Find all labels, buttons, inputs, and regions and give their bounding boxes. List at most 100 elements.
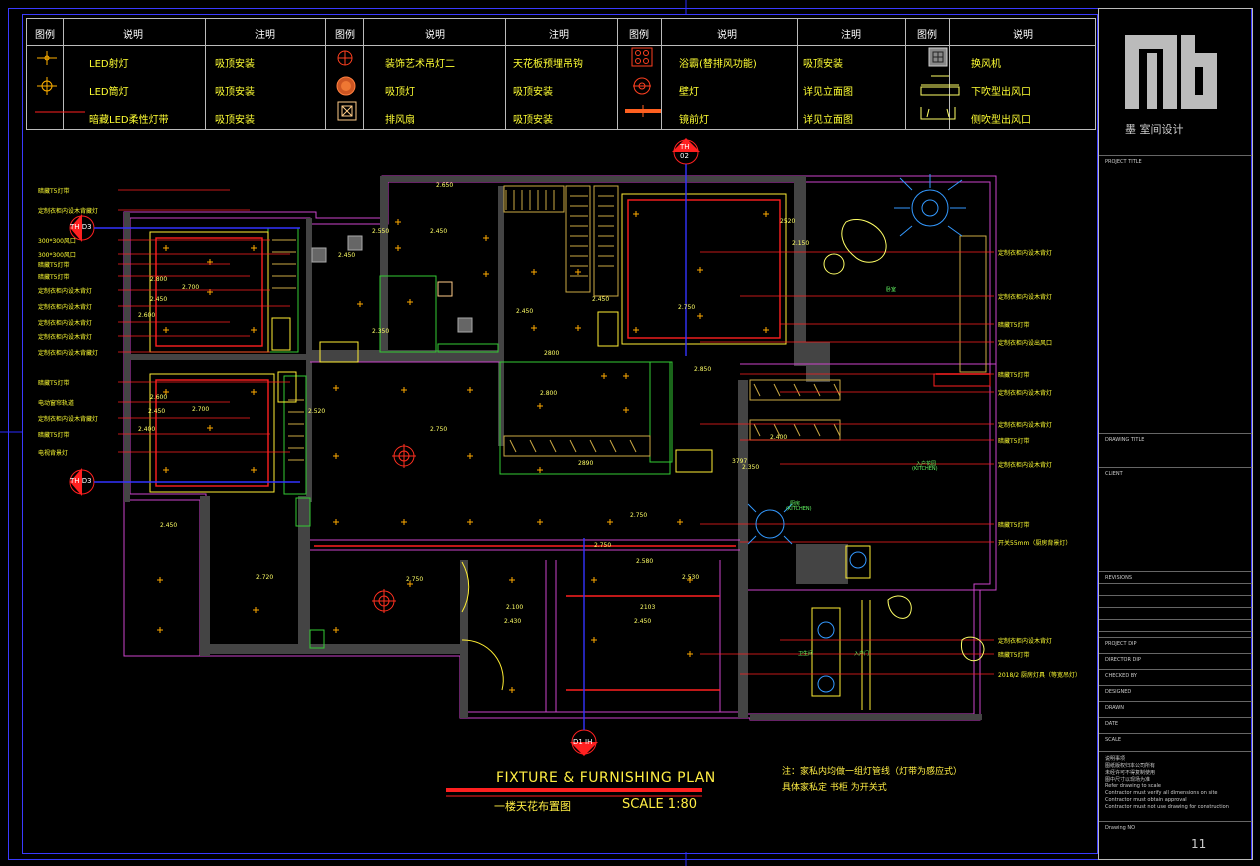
legend-header-cell: 注明 <box>549 30 569 41</box>
downlight <box>591 637 597 643</box>
downlight <box>537 519 543 525</box>
sheet-number: 11 <box>1191 837 1207 851</box>
dimension-label: 2.450 <box>160 522 178 529</box>
downlight <box>207 425 213 431</box>
legend-note: 吸顶安装 <box>215 87 255 98</box>
dimension-label: 2520 <box>780 218 796 225</box>
downlight <box>687 577 693 583</box>
downlight <box>531 269 537 275</box>
downlight <box>677 519 683 525</box>
tag-bottom: D1 <box>573 738 583 746</box>
drawing-title-label: DRAWING TITLE <box>1105 437 1145 443</box>
left-annotation: 定制衣柜内设木背藏灯 <box>38 208 99 215</box>
inner-frame <box>22 14 1098 854</box>
downlight <box>157 627 163 633</box>
downlight <box>251 389 257 395</box>
legend-header-cell: 图例 <box>917 30 937 41</box>
plan-title-cn: 一楼天花布置图 <box>494 800 571 813</box>
downlight <box>575 269 581 275</box>
downlight <box>623 407 629 413</box>
legend-desc: 吸顶灯 <box>385 87 415 98</box>
right-annotation: 定制衣柜内设木背灯 <box>998 250 1053 257</box>
section-tag-bottom <box>570 538 598 756</box>
legend-header-cell: 说明 <box>717 30 737 41</box>
legend-desc: LED筒灯 <box>89 87 129 98</box>
exhaust-unit-icon <box>928 47 948 67</box>
legend-desc: 暗藏LED柔性灯带 <box>89 115 169 126</box>
dimension-label: 2.700 <box>182 284 200 291</box>
plan-note-2: 具体家私定 书柜 为开关式 <box>782 783 887 793</box>
dimension-label: 2.750 <box>630 512 648 519</box>
mirror-light-icon <box>625 105 661 117</box>
legend-header-cell: 说明 <box>123 30 143 41</box>
legend-note: 天花板预埋吊钩 <box>513 59 583 70</box>
dimension-label: 2.450 <box>516 308 534 315</box>
revisions-label: REVISIONS <box>1105 575 1133 581</box>
tb-note: 图中尺寸以现场为准 <box>1105 777 1151 783</box>
left-annotation: 暗藏T5灯带 <box>38 274 70 281</box>
downlight <box>509 687 515 693</box>
legend-header-cell: 说明 <box>1013 30 1033 41</box>
downlight <box>697 267 703 273</box>
downlight <box>333 385 339 391</box>
led-spotlight-icon <box>37 51 57 65</box>
dimension-label: 3797 <box>732 458 748 465</box>
right-annotation: 2018/2 厨房灯具（等宽吊灯） <box>998 672 1082 679</box>
dimension-label: 2.530 <box>682 574 700 581</box>
downlight <box>395 219 401 225</box>
brand-logo <box>1125 35 1217 109</box>
tb-note: Contractor must not use drawing for cons… <box>1105 804 1229 810</box>
bath-heater-icon <box>631 47 653 67</box>
right-annotation: 暗藏T5灯带 <box>998 372 1030 379</box>
dimension-label: 2.800 <box>150 276 168 283</box>
downlight <box>163 389 169 395</box>
dimension-label: 2800 <box>544 350 560 357</box>
tb-note: Contractor must obtain approval <box>1105 797 1187 803</box>
downlight <box>633 211 639 217</box>
downlight <box>483 235 489 241</box>
led-downlight-icon <box>37 77 57 95</box>
downlight <box>253 607 259 613</box>
right-annotation: 定制衣柜内设出风口 <box>998 340 1053 347</box>
legend-desc: 镜前灯 <box>679 115 709 126</box>
downlight <box>407 581 413 587</box>
section-tag-left1 <box>69 214 300 242</box>
dimension-label: 2.800 <box>540 390 558 397</box>
dimension-label: 2.600 <box>150 394 168 401</box>
legend-desc: 排风扇 <box>385 115 415 126</box>
left-annotation: 定制衣柜内设木背灯 <box>38 320 93 327</box>
plan-scale: SCALE 1:80 <box>622 797 698 812</box>
dimension-label: 2.600 <box>138 312 156 319</box>
legend-note: 吸顶安装 <box>513 115 553 126</box>
section-tag-left2 <box>69 468 300 496</box>
legend-header-cell: 说明 <box>425 30 445 41</box>
project-title-label: PROJECT TITLE <box>1105 159 1142 165</box>
tb-row: CHECKED BY <box>1105 673 1137 679</box>
right-annotation: 开关55mm（厨房背景灯） <box>998 540 1072 547</box>
plan-title-en: FIXTURE & FURNISHING PLAN <box>496 770 716 786</box>
wall-lamp-icon <box>633 77 651 95</box>
room-label: 厨房 <box>790 501 801 507</box>
downlight <box>697 313 703 319</box>
floor-plan-drawing <box>0 0 997 866</box>
left-annotation: 暗藏T5灯带 <box>38 262 70 269</box>
legend-header <box>27 19 1095 46</box>
right-annotation: 暗藏T5灯带 <box>998 322 1030 329</box>
left-annotation: 定制衣柜内设木背藏灯 <box>38 416 99 423</box>
downlight <box>467 519 473 525</box>
downlight <box>163 245 169 251</box>
dimension-label: 2.850 <box>694 366 712 373</box>
left-annotation: 电动窗帘轨道 <box>38 400 75 407</box>
exhaust-fan-icon <box>337 101 357 121</box>
tb-note: 图纸版权归本公司所有 <box>1105 763 1156 769</box>
legend-desc: LED射灯 <box>89 59 129 70</box>
left-annotation: 300*300风口 <box>38 238 76 245</box>
downlight <box>163 467 169 473</box>
right-annotation: 定制衣柜内设木背灯 <box>998 294 1053 301</box>
dimension-label: 2.350 <box>742 464 760 471</box>
room-label: 卧室 <box>886 287 897 293</box>
legend-desc: 侧吹型出风口 <box>971 115 1031 126</box>
left-annotation: 定制衣柜内设木背灯 <box>38 304 93 311</box>
downlight <box>333 519 339 525</box>
legend-desc: 浴霸(替排风功能) <box>679 59 757 70</box>
